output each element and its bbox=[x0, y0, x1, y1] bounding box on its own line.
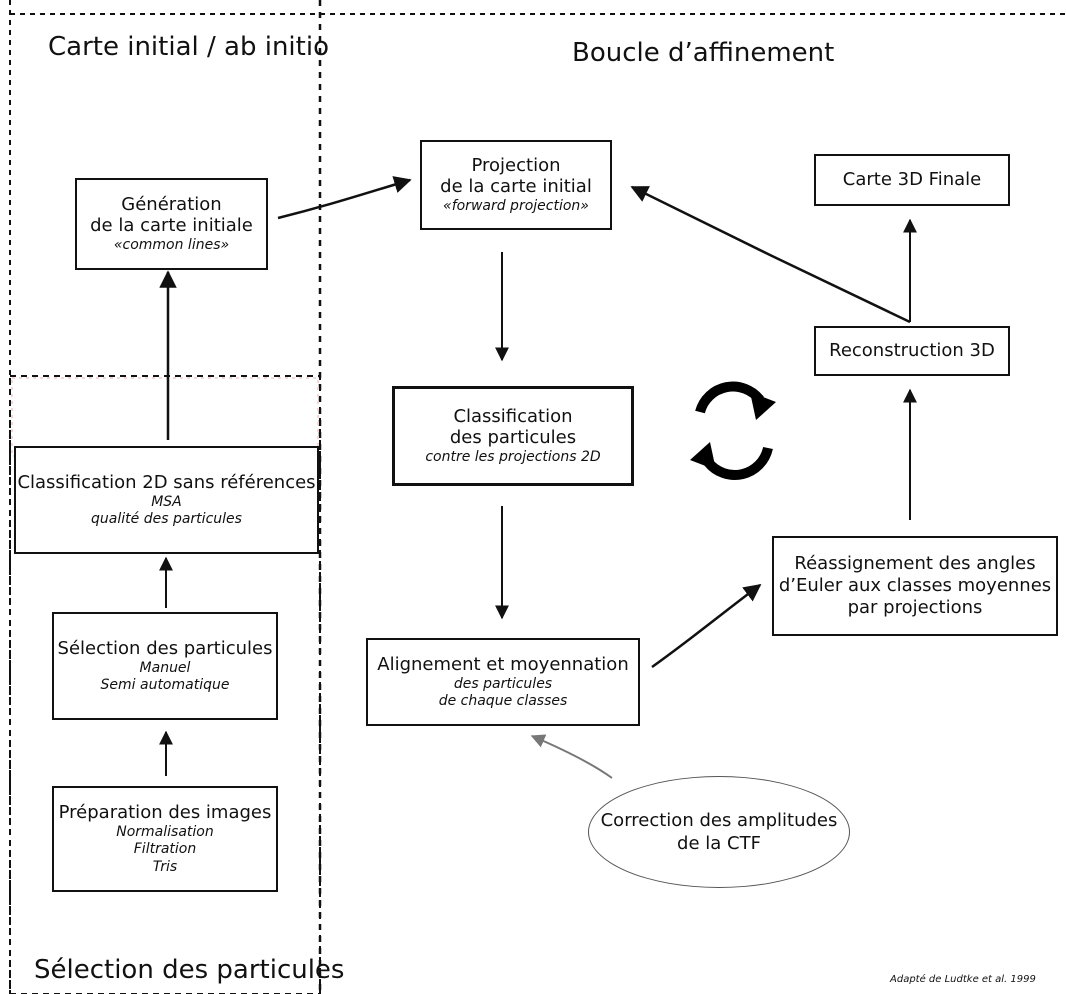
box-subline: qualité des particules bbox=[91, 510, 242, 527]
box-subline: «forward projection» bbox=[443, 198, 589, 215]
box-subline: Tris bbox=[152, 858, 178, 875]
highlight-band bbox=[11, 377, 319, 457]
box-line: par projections bbox=[847, 596, 983, 618]
box-alignment: Alignement et moyennation des particules… bbox=[366, 638, 640, 726]
arrow-generation-to-projection bbox=[277, 176, 412, 220]
ctf-correction-ellipse: Correction des amplitudes de la CTF bbox=[588, 776, 850, 888]
box-line: de la carte initiale bbox=[90, 215, 253, 237]
box-image-preparation: Préparation des images Normalisation Fil… bbox=[52, 786, 278, 892]
box-euler-reassignment: Réassignement des angles d’Euler aux cla… bbox=[772, 536, 1058, 636]
box-final-map: Carte 3D Finale bbox=[814, 154, 1010, 206]
box-subline: Manuel bbox=[139, 659, 191, 676]
box-line: Projection bbox=[471, 154, 561, 176]
arrow-ctf-to-alignment bbox=[530, 734, 613, 779]
box-line: Sélection des particules bbox=[57, 637, 273, 659]
box-line: Réassignement des angles bbox=[794, 553, 1036, 575]
arrow-reconstruction-to-projection bbox=[630, 185, 911, 324]
box-line: de la carte initial bbox=[440, 176, 592, 198]
section-title-refinement-loop: Boucle d’affinement bbox=[572, 38, 835, 68]
box-subline: des particules bbox=[453, 675, 553, 692]
box-map-generation: Génération de la carte initiale «common … bbox=[75, 178, 268, 270]
box-particle-selection: Sélection des particules Manuel Semi aut… bbox=[52, 612, 278, 720]
box-classification-projections: Classification des particules contre les… bbox=[392, 386, 634, 486]
box-line: Alignement et moyennation bbox=[377, 653, 629, 675]
box-subline: Semi automatique bbox=[100, 676, 230, 693]
cycle-arrowhead-bottom bbox=[690, 442, 716, 470]
box-subline: Normalisation bbox=[116, 824, 214, 841]
box-line: Carte 3D Finale bbox=[842, 169, 982, 191]
box-line: d’Euler aux classes moyennes bbox=[778, 575, 1052, 597]
cycle-arrowhead-top bbox=[750, 392, 776, 420]
box-line: des particules bbox=[449, 427, 577, 449]
box-projection: Projection de la carte initial «forward … bbox=[420, 140, 612, 230]
credit-text: Adapté de Ludtke et al. 1999 bbox=[890, 974, 1036, 985]
box-classification-2d: Classification 2D sans références MSA qu… bbox=[14, 446, 319, 554]
box-reconstruction: Reconstruction 3D bbox=[814, 326, 1010, 376]
ellipse-line: de la CTF bbox=[677, 833, 761, 854]
box-subline: de chaque classes bbox=[438, 692, 568, 709]
box-line: Préparation des images bbox=[58, 802, 272, 824]
arrow-alignment-to-reassignment bbox=[651, 583, 762, 669]
section-title-particle-selection: Sélection des particules bbox=[34, 955, 345, 985]
box-subline: contre les projections 2D bbox=[425, 449, 601, 466]
ellipse-line: Correction des amplitudes bbox=[600, 809, 838, 831]
box-subline: MSA bbox=[151, 493, 182, 510]
selection-region-frame bbox=[9, 375, 321, 994]
section-title-initial-map: Carte initial / ab initio bbox=[48, 32, 329, 62]
box-subline: Filtration bbox=[133, 841, 197, 858]
box-subline: «common lines» bbox=[113, 237, 230, 254]
box-line: Reconstruction 3D bbox=[829, 340, 995, 362]
box-line: Génération bbox=[121, 193, 222, 215]
box-line: Classification bbox=[453, 405, 573, 427]
box-line: Classification 2D sans références bbox=[17, 471, 316, 493]
